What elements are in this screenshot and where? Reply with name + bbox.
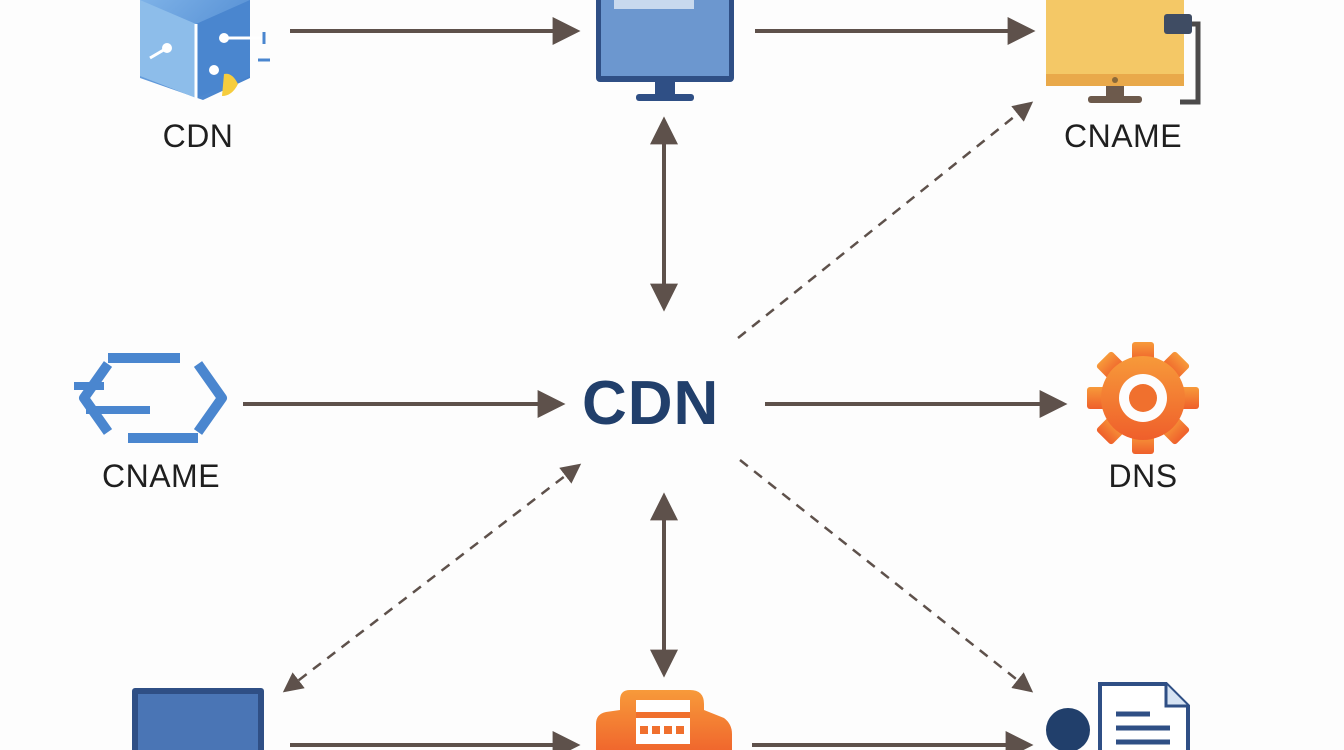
dashed-arrow-center-laptop-bidirectional xyxy=(282,463,582,693)
dashed-arrow-center-to-document xyxy=(739,459,1034,693)
label-middle-right-dns: DNS xyxy=(1108,458,1178,494)
dashed-arrow-center-to-cname xyxy=(737,101,1034,339)
link-brackets-icon xyxy=(74,353,227,443)
label-top-right-cname: CNAME xyxy=(1063,118,1183,154)
arrows xyxy=(243,17,1068,750)
desktop-monitor-icon xyxy=(1046,0,1201,105)
monitor-icon xyxy=(596,0,734,101)
center-cdn-label: CDN xyxy=(582,369,720,438)
laptop-screen-icon xyxy=(132,688,264,750)
cube-network-icon xyxy=(140,0,270,100)
user-document-icon xyxy=(1046,682,1190,750)
label-middle-left-cname: CNAME xyxy=(101,458,221,494)
label-top-left-cdn: CDN xyxy=(162,118,234,154)
gear-icon xyxy=(1087,342,1199,454)
server-file-icon xyxy=(596,690,732,750)
